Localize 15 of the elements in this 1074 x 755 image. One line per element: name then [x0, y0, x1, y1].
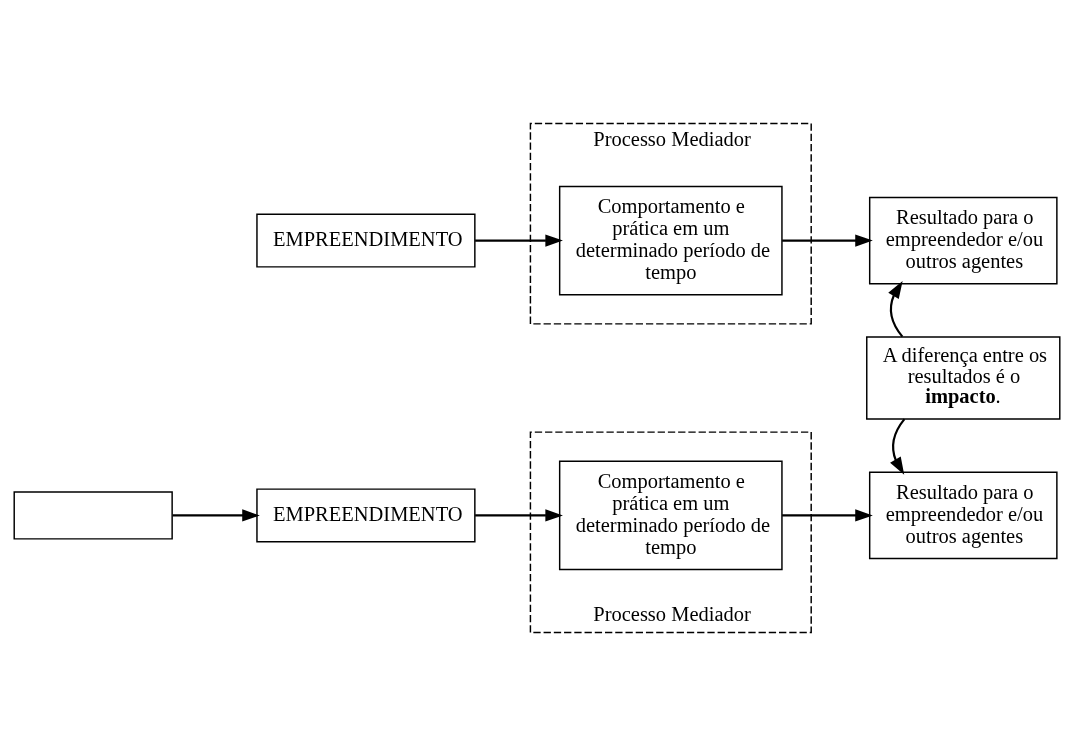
node-box: Comportamento e prática em um determinado período de tempo [558, 460, 783, 570]
arrow [890, 417, 906, 475]
arrow [475, 508, 563, 522]
node-box: Resultado para o empreendedor e/ou outros agentes [868, 471, 1058, 559]
node-box: Comportamento e prática em um determinado período de tempo [558, 185, 783, 295]
arrow [782, 233, 873, 247]
node-box: Resultado para o empreendedor e/ou outros agentes [868, 196, 1058, 284]
arrow [782, 508, 873, 522]
arrow [475, 233, 563, 247]
node-box [13, 490, 173, 540]
node-box: EMPREENDIMENTO [256, 213, 476, 268]
arrow [888, 280, 904, 337]
node-box: A diferença entre os resultados é o impacto. [866, 335, 1061, 420]
node-box: EMPREENDIMENTO [256, 487, 476, 542]
arrow [172, 508, 260, 522]
